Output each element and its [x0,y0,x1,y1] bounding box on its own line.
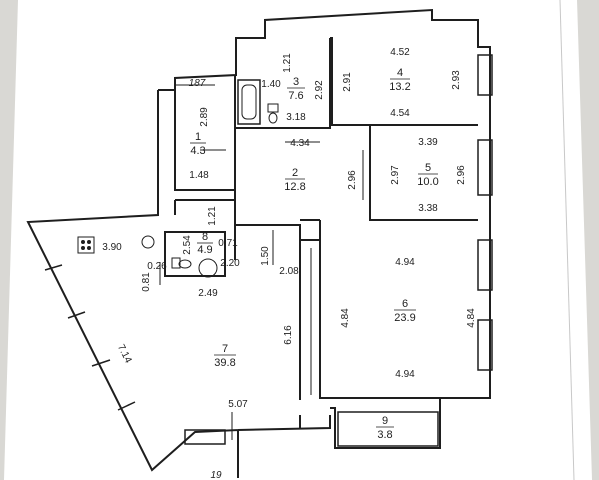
washbasin-icon [198,258,218,278]
room-6-area: 23.9 [394,312,415,324]
room-4-area: 13.2 [389,81,410,93]
room-4-label: 4 13.2 [389,67,410,93]
room-8-label: 8 4.9 [197,231,213,256]
dim-2-91: 2.91 [342,72,353,92]
room-1-label: 1 4.3 [190,131,206,157]
stove-icon [77,236,95,254]
sink-icon [141,235,155,249]
dim-2-54: 2.54 [182,235,193,255]
dim-0-26: 0.26 [147,261,167,272]
room-4-number: 4 [397,67,403,79]
dim-1-48: 1.48 [189,170,209,181]
dim-2-93: 2.93 [451,70,462,90]
room-9-label: 9 3.8 [376,415,394,441]
room-8-area: 4.9 [197,244,212,256]
room-9-number: 9 [382,415,388,427]
room-9-area: 3.8 [377,429,392,441]
room-8-outline [164,231,226,277]
dim-2-20: 2.20 [220,258,240,269]
outer-wall [26,8,491,478]
dim-1-50: 1.50 [260,246,271,266]
paper-sheet [4,0,592,480]
balcony-9 [337,411,439,447]
interior-walls [174,37,478,428]
room-7-area: 39.8 [214,357,235,369]
dim-1-21-bath: 1.21 [207,206,218,226]
watermark: 536288 [455,425,522,447]
dim-4-54: 4.54 [390,108,410,119]
dim-0-71: 0.71 [218,238,238,249]
dim-2-89: 2.89 [199,107,210,127]
margin-line [559,0,575,480]
dim-4-52: 4.52 [390,47,410,58]
room-7-number: 7 [222,343,228,355]
room-2-number: 2 [292,167,298,179]
dim-3-90: 3.90 [102,242,122,253]
dim-4-84-left: 4.84 [340,308,351,328]
dim-4-94-top: 4.94 [395,257,415,268]
windows-left [44,264,136,411]
entrance-door [184,429,226,445]
room-1-area: 4.3 [190,145,205,157]
room-5-area: 10.0 [417,176,438,188]
dim-3-18: 3.18 [286,112,306,123]
dim-2-97: 2.97 [390,165,401,185]
room-5-number: 5 [425,162,431,174]
dim-4-94-bottom: 4.94 [395,369,415,380]
dim-19: 19 [210,470,222,480]
room-3-area: 7.6 [288,90,303,102]
dim-6-16: 6.16 [283,325,294,345]
dim-0-81: 0.81 [141,272,152,292]
dim-187: 187 [189,78,206,89]
dim-2-49: 2.49 [198,288,218,299]
dim-1-40: 1.40 [261,79,281,90]
room-6-label: 6 23.9 [394,298,416,324]
bathtub-icon [237,79,261,125]
windows-right [477,54,493,371]
room-6-number: 6 [402,298,408,310]
room-5-label: 5 10.0 [417,162,438,188]
dim-2-08: 2.08 [279,266,299,277]
dim-4-84-right: 4.84 [466,308,477,328]
room-3-label: 3 7.6 [287,76,305,102]
dim-5-07: 5.07 [228,399,248,410]
room-1-number: 1 [195,131,201,143]
dim-2-96-right: 2.96 [456,165,467,185]
toilet-icon [267,103,279,113]
dim-3-38: 3.38 [418,203,438,214]
toilet-icon-2 [171,257,181,269]
room-3-number: 3 [293,76,299,88]
dim-4-34: 4.34 [290,138,310,149]
dim-3-39: 3.39 [418,137,438,148]
dim-2-96-left: 2.96 [347,170,358,190]
dim-1-21-top: 1.21 [282,53,293,73]
room-2-area: 12.8 [284,181,305,193]
room-8-number: 8 [202,231,208,243]
dimension-lines [159,84,364,440]
room-7-label: 7 39.8 [214,343,236,369]
dim-2-92: 2.92 [314,80,325,100]
room-2-label: 2 12.8 [284,167,305,193]
